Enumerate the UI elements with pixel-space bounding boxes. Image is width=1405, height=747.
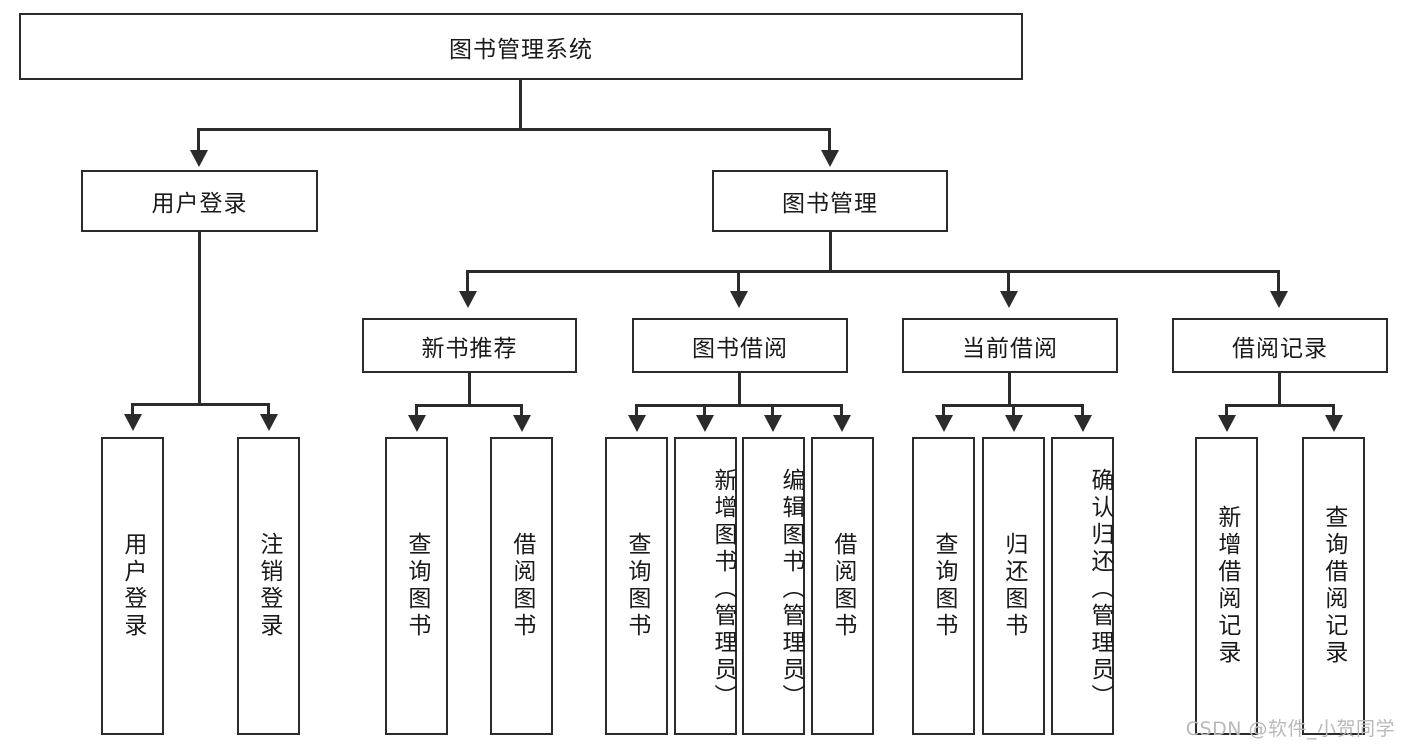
leaf-label: 确认归还（管理员） [1087, 467, 1113, 711]
node-label: 图书借阅 [692, 335, 788, 362]
edge-drop-current-borrow [1007, 270, 1010, 292]
leaf-label: 编辑图书（管理员） [778, 467, 804, 711]
edge-drop-leaf-query-book-1 [415, 404, 418, 416]
edge-drop-book-management [828, 128, 831, 151]
leaf-label: 查询图书 [623, 532, 650, 640]
leaf-label: 新增借阅记录 [1213, 505, 1240, 667]
edge-user-login-stem [198, 232, 201, 405]
edge-drop-leaf-logout [267, 403, 270, 415]
edge-drop-leaf-add-book [703, 404, 706, 416]
edge-drop-leaf-confirm-return [1081, 404, 1084, 416]
leaf-confirm-return[interactable]: 确认归还（管理员） [1051, 437, 1114, 735]
node-borrow-record[interactable]: 借阅记录 [1172, 318, 1388, 373]
node-label: 当前借阅 [962, 335, 1058, 362]
leaf-label: 查询图书 [403, 532, 430, 640]
node-label: 用户登录 [151, 191, 248, 217]
leaf-query-borrow-record[interactable]: 查询借阅记录 [1302, 437, 1365, 735]
leaf-label: 借阅图书 [829, 532, 856, 640]
node-root-library-management-system[interactable]: 图书管理系统 [19, 13, 1023, 80]
arrow-leaf-query-book-1 [408, 415, 426, 432]
leaf-query-book-3[interactable]: 查询图书 [912, 437, 975, 735]
arrow-current-borrow [1000, 291, 1018, 308]
leaf-user-login[interactable]: 用户登录 [101, 437, 164, 735]
arrow-leaf-borrow-book-1 [513, 415, 531, 432]
leaf-label: 注销登录 [255, 532, 282, 640]
arrow-book-borrow [730, 291, 748, 308]
arrow-book-management [821, 150, 839, 167]
edge-drop-leaf-query-record [1332, 404, 1335, 416]
edge-bus-user-login-leaves [131, 403, 270, 406]
node-user-login[interactable]: 用户登录 [81, 170, 318, 232]
watermark-text: CSDN @软件_小贺同学 [1185, 718, 1395, 740]
edge-drop-leaf-borrow-book-1 [520, 404, 523, 416]
edge-current-borrow-stem [1008, 373, 1011, 406]
leaf-edit-book[interactable]: 编辑图书（管理员） [742, 437, 805, 735]
edge-bus-borrow-record-leaves [1225, 404, 1335, 407]
arrow-leaf-add-book [696, 415, 714, 432]
leaf-logout[interactable]: 注销登录 [237, 437, 300, 735]
arrow-leaf-borrow-book-2 [833, 415, 851, 432]
edge-drop-leaf-return-book [1012, 404, 1015, 416]
edge-drop-borrow-record [1277, 270, 1280, 292]
node-current-borrow[interactable]: 当前借阅 [902, 318, 1118, 373]
leaf-query-book-2[interactable]: 查询图书 [605, 437, 668, 735]
node-label: 图书管理 [782, 191, 878, 217]
edge-drop-leaf-borrow-book-2 [840, 404, 843, 416]
node-new-book-recommend[interactable]: 新书推荐 [362, 318, 577, 373]
leaf-label: 查询图书 [930, 532, 957, 640]
leaf-label: 用户登录 [119, 532, 146, 640]
arrow-leaf-logout [260, 414, 278, 431]
arrow-leaf-query-book-3 [935, 415, 953, 432]
edge-drop-leaf-add-record [1225, 404, 1228, 416]
edge-drop-user-login [197, 128, 200, 151]
leaf-label: 查询借阅记录 [1320, 505, 1347, 667]
arrow-user-login [190, 150, 208, 167]
arrow-new-book-recommend [459, 291, 477, 308]
edge-bus-level1 [197, 128, 831, 131]
edge-drop-leaf-query-book-2 [635, 404, 638, 416]
leaf-label: 借阅图书 [508, 532, 535, 640]
node-label: 借阅记录 [1232, 335, 1328, 362]
node-book-management[interactable]: 图书管理 [712, 170, 948, 232]
leaf-return-book[interactable]: 归还图书 [982, 437, 1045, 735]
edge-root-stem [519, 80, 522, 130]
edge-bus-book-borrow-leaves [635, 404, 843, 407]
edge-new-book-stem [468, 373, 471, 406]
arrow-leaf-return-book [1005, 415, 1023, 432]
edge-bus-level3 [466, 270, 1278, 273]
arrow-borrow-record [1270, 291, 1288, 308]
edge-drop-book-borrow [737, 270, 740, 292]
leaf-label: 新增图书（管理员） [710, 467, 736, 711]
leaf-add-borrow-record[interactable]: 新增借阅记录 [1195, 437, 1258, 735]
leaf-query-book-1[interactable]: 查询图书 [385, 437, 448, 735]
edge-drop-leaf-query-book-3 [942, 404, 945, 416]
arrow-leaf-query-record [1325, 415, 1343, 432]
edge-book-management-stem [829, 232, 832, 272]
edge-book-borrow-stem [738, 373, 741, 406]
arrow-leaf-edit-book [764, 415, 782, 432]
edge-drop-leaf-user-login [131, 403, 134, 415]
arrow-leaf-user-login [124, 414, 142, 431]
node-book-borrow[interactable]: 图书借阅 [632, 318, 848, 373]
edge-borrow-record-stem [1278, 373, 1281, 406]
leaf-add-book[interactable]: 新增图书（管理员） [674, 437, 737, 735]
node-label: 图书管理系统 [449, 36, 593, 63]
arrow-leaf-confirm-return [1074, 415, 1092, 432]
edge-drop-new-book [466, 270, 469, 292]
leaf-borrow-book-1[interactable]: 借阅图书 [490, 437, 553, 735]
arrow-leaf-query-book-2 [628, 415, 646, 432]
edge-drop-leaf-edit-book [771, 404, 774, 416]
leaf-label: 归还图书 [1000, 532, 1027, 640]
arrow-leaf-add-record [1218, 415, 1236, 432]
leaf-borrow-book-2[interactable]: 借阅图书 [811, 437, 874, 735]
node-label: 新书推荐 [421, 335, 518, 362]
edge-bus-new-book-leaves [415, 404, 523, 407]
